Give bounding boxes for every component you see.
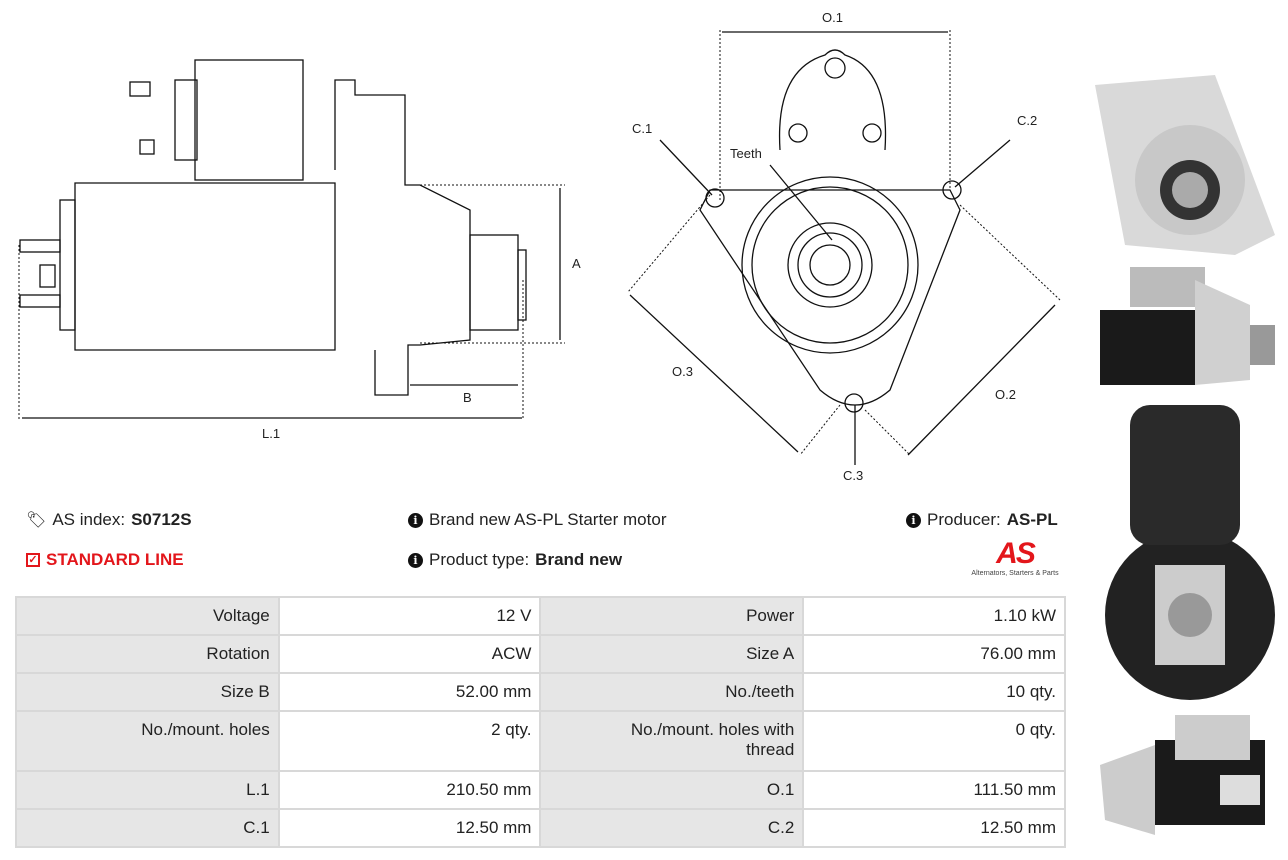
info-icon: i <box>408 512 423 528</box>
spec-label: L.1 <box>15 770 280 810</box>
product-type: i Product type: Brand new <box>408 550 622 570</box>
tags-icon: 🏷 <box>26 512 47 529</box>
spec-value: 2 qty. <box>277 710 542 772</box>
label-c3: C.3 <box>843 468 863 483</box>
label-c2: C.2 <box>1017 113 1037 128</box>
check-square-icon: ✓ <box>26 553 40 567</box>
description: i Brand new AS-PL Starter motor <box>408 510 666 530</box>
info-icon: i <box>408 552 423 568</box>
label-o2: O.2 <box>995 387 1016 402</box>
logo-mark: AS <box>996 537 1036 570</box>
label-a: A <box>572 256 581 271</box>
spec-label: Power <box>539 596 805 636</box>
product-photos <box>1095 75 1275 835</box>
spec-value: 1.10 kW <box>802 596 1066 636</box>
producer: i Producer: AS-PL <box>906 510 1058 530</box>
spec-label: No./mount. holes <box>15 710 280 772</box>
label-c1: C.1 <box>632 121 652 136</box>
spec-value: 12.50 mm <box>802 808 1066 848</box>
description-text: Brand new AS-PL Starter motor <box>429 510 667 529</box>
side-view-drawing: A B L.1 <box>18 59 581 441</box>
spec-value: 111.50 mm <box>802 770 1066 810</box>
spec-label: No./mount. holes with thread <box>539 710 805 772</box>
logo-tagline: Alternators, Starters & Parts <box>971 570 1059 577</box>
info-icon: i <box>906 512 921 528</box>
product-type-value: Brand new <box>535 550 623 569</box>
spec-label: C.1 <box>15 808 280 848</box>
label-o1: O.1 <box>822 10 843 25</box>
spec-label: Size A <box>539 634 805 674</box>
spec-value: 52.00 mm <box>277 672 542 712</box>
label-o3: O.3 <box>672 364 693 379</box>
label-b: B <box>463 390 472 405</box>
as-pl-logo: AS Alternators, Starters & Parts <box>962 537 1068 578</box>
spec-label: Rotation <box>15 634 280 674</box>
producer-label: Producer: <box>927 510 1001 529</box>
product-type-label: Product type: <box>429 550 530 569</box>
spec-label: O.1 <box>539 770 805 810</box>
as-index: 🏷 AS index: S0712S <box>26 510 192 530</box>
spec-value: 0 qty. <box>802 710 1066 772</box>
photo-rear <box>1105 405 1275 700</box>
front-view-drawing: O.1 C.1 C.2 Teeth O.3 O.2 C.3 <box>627 10 1061 483</box>
standard-line-label: STANDARD LINE <box>46 550 184 569</box>
photo-angle <box>1100 715 1265 835</box>
label-teeth: Teeth <box>730 146 762 161</box>
spec-label: No./teeth <box>539 672 805 712</box>
spec-value: 76.00 mm <box>802 634 1066 674</box>
as-index-value: S0712S <box>131 510 192 529</box>
spec-label: Voltage <box>15 596 280 636</box>
producer-value: AS-PL <box>1006 510 1058 529</box>
spec-value: 12 V <box>277 596 542 636</box>
standard-line-badge: ✓ STANDARD LINE <box>26 550 184 570</box>
as-index-label: AS index: <box>52 510 126 529</box>
photo-side <box>1100 267 1275 385</box>
photo-front <box>1095 75 1275 255</box>
spec-value: 12.50 mm <box>277 808 542 848</box>
spec-value: ACW <box>277 634 542 674</box>
label-l1: L.1 <box>262 426 280 441</box>
spec-value: 10 qty. <box>802 672 1066 712</box>
spec-value: 210.50 mm <box>277 770 542 810</box>
spec-label: Size B <box>15 672 280 712</box>
spec-label: C.2 <box>539 808 805 848</box>
